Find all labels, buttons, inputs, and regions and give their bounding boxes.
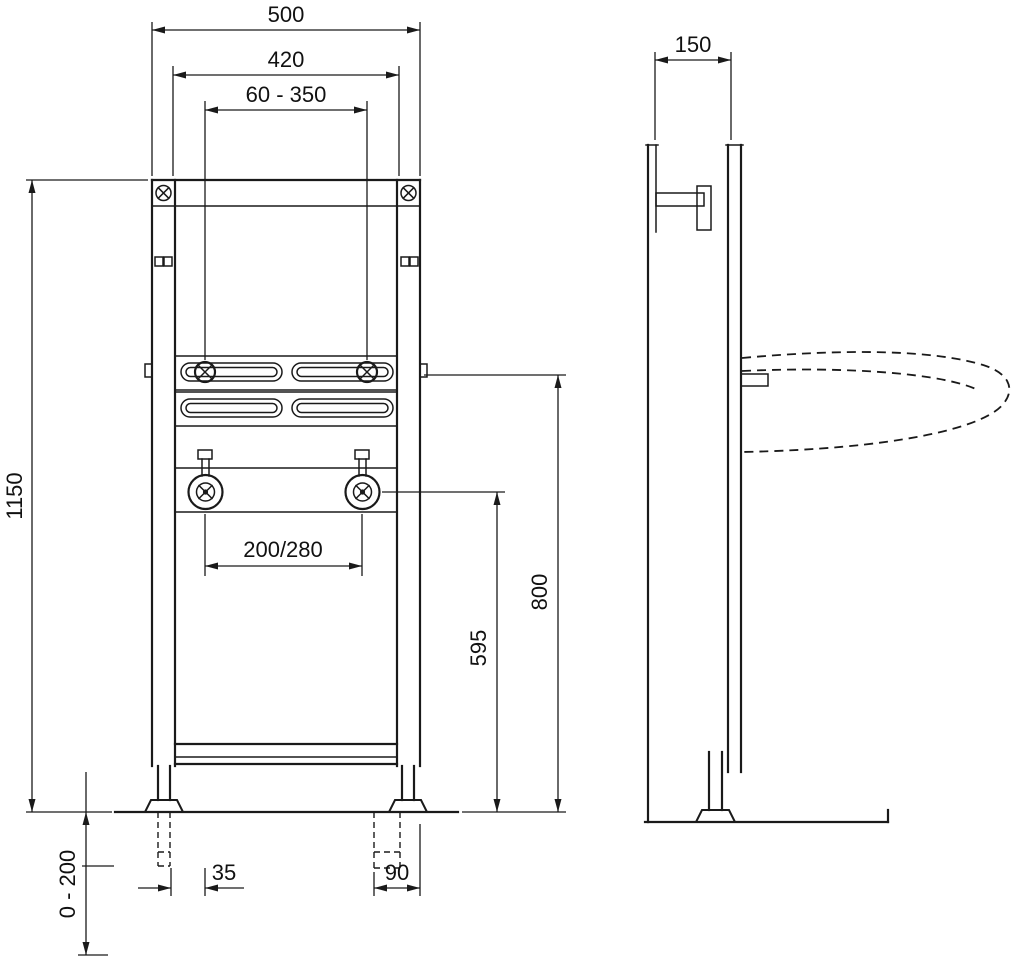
dim-foot-offset-left: 35 bbox=[138, 860, 244, 896]
water-fitting-left-icon bbox=[187, 449, 224, 511]
dim-leg-adjust-label: 0 - 200 bbox=[55, 850, 80, 919]
frame-structure bbox=[150, 178, 422, 768]
rail-nut-details bbox=[144, 256, 428, 378]
dim-frame-height-label: 1150 bbox=[2, 472, 27, 519]
dim-bracket-height: 800 bbox=[424, 374, 566, 813]
water-connections bbox=[174, 449, 398, 513]
dim-mounting-width-label: 420 bbox=[268, 47, 305, 72]
dim-bracket-range: 60 - 350 bbox=[204, 82, 368, 360]
bracket-members bbox=[174, 355, 398, 427]
dim-leg-adjust: 0 - 200 bbox=[55, 772, 114, 956]
dim-frame-depth: 150 bbox=[654, 32, 732, 140]
top-left-screw-icon bbox=[155, 184, 172, 202]
side-view bbox=[643, 143, 1011, 824]
foot-plate-right bbox=[387, 799, 429, 813]
side-leg bbox=[694, 750, 737, 823]
dim-connection-spacing-label: 200/280 bbox=[243, 537, 323, 562]
bracket-screw-right-icon bbox=[355, 360, 379, 384]
dim-frame-depth-label: 150 bbox=[675, 32, 712, 57]
dim-foot-offset-left-label: 35 bbox=[212, 860, 236, 885]
dim-bracket-height-label: 800 bbox=[527, 574, 552, 611]
dimensions: 500 420 60 - 350 1150 bbox=[2, 2, 732, 956]
foot-plate-left bbox=[143, 799, 185, 813]
dim-connection-spacing: 200/280 bbox=[204, 514, 363, 576]
dim-foot-offset-right-label: 90 bbox=[385, 860, 409, 885]
wall-bracket-detail bbox=[655, 185, 712, 231]
tap-outlet-detail bbox=[740, 373, 769, 387]
washbasin-outline bbox=[741, 351, 1011, 453]
dim-connection-height-label: 595 bbox=[466, 630, 491, 667]
dim-foot-offset-right: 90 bbox=[373, 824, 421, 896]
dim-frame-height: 1150 bbox=[2, 179, 148, 813]
bracket-screw-left-icon bbox=[193, 360, 217, 384]
dim-mounting-width: 420 bbox=[172, 47, 400, 176]
front-view bbox=[113, 178, 460, 869]
dim-frame-width-label: 500 bbox=[268, 2, 305, 27]
top-right-screw-icon bbox=[400, 184, 417, 202]
water-fitting-right-icon bbox=[344, 449, 381, 511]
extended-feet-hidden bbox=[157, 812, 401, 869]
dim-connection-height: 595 bbox=[382, 491, 505, 812]
dim-frame-width: 500 bbox=[151, 2, 421, 176]
bottom-structure bbox=[113, 742, 460, 814]
dim-bracket-range-label: 60 - 350 bbox=[246, 82, 327, 107]
